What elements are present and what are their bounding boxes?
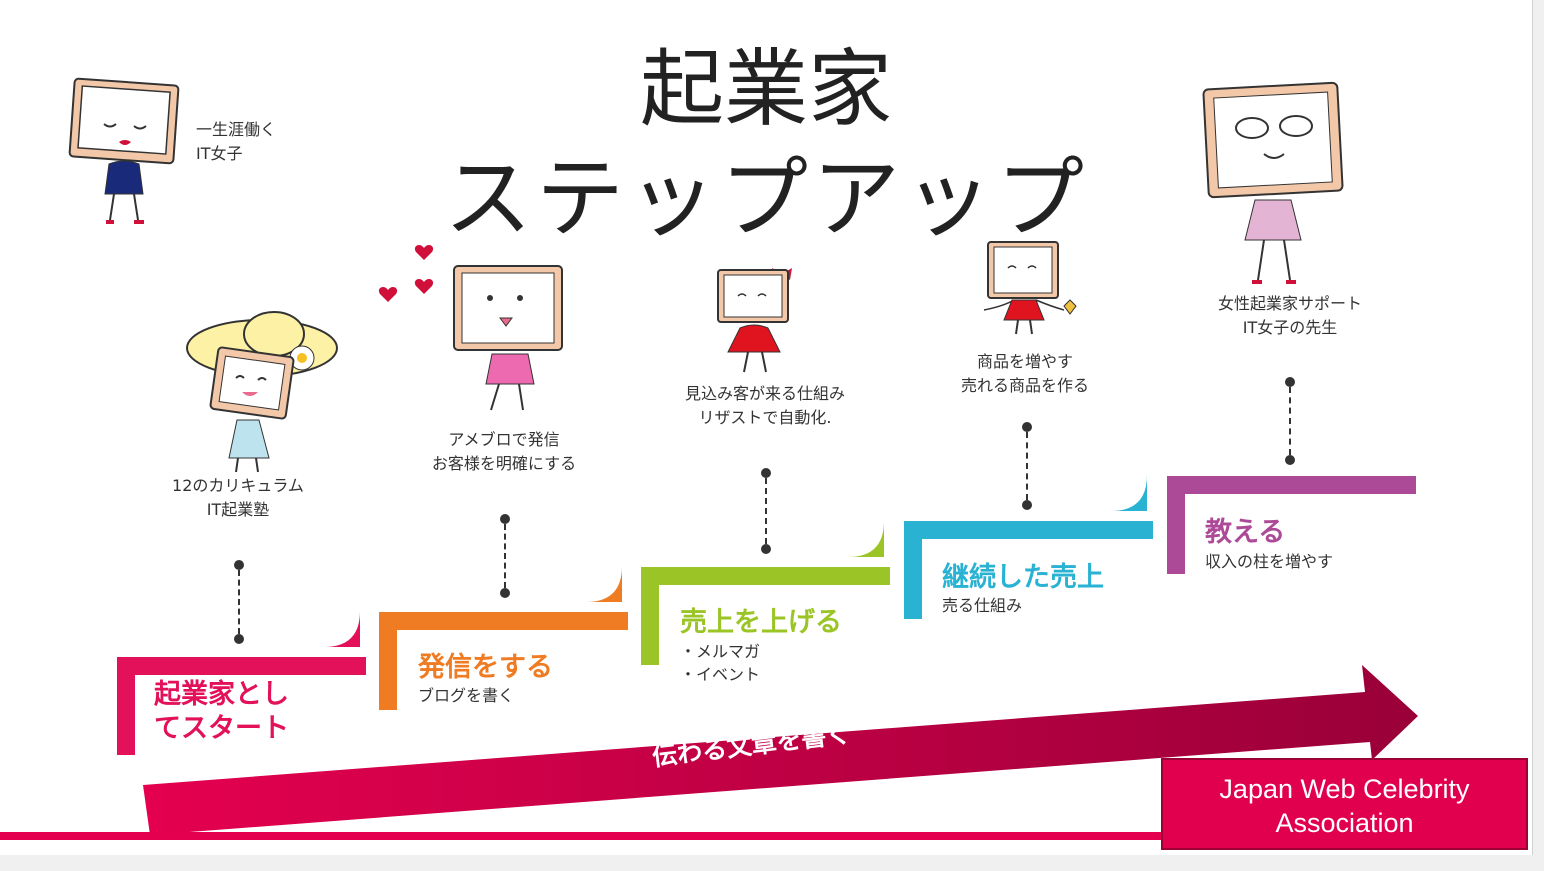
bottom-line	[0, 832, 1165, 840]
step4-top-bar	[904, 521, 1153, 539]
step4-left-bar	[904, 521, 922, 619]
heart-icon	[414, 279, 434, 294]
connector-3	[761, 468, 771, 554]
intro-text: 一生涯働く IT女子	[196, 118, 276, 166]
step4-note-line2: 売れる商品を作る	[960, 376, 1089, 395]
step5-note-line1: 女性起業家サポート	[1217, 294, 1362, 313]
step3-left-bar	[641, 567, 659, 665]
step5-sub: 収入の柱を増やす	[1205, 552, 1334, 571]
step4-sub: 売る仕組み	[942, 596, 1023, 615]
step4-note-line1: 商品を増やす	[976, 352, 1073, 371]
heart-icon	[414, 245, 434, 260]
step3-note-line2: リザストで自動化.	[698, 408, 832, 427]
step3-corner	[848, 521, 884, 557]
step2-top-bar	[379, 612, 628, 630]
step1-corner	[324, 611, 360, 647]
step1-top-bar	[117, 657, 366, 675]
window-backdrop-right	[1533, 0, 1544, 871]
title-line2: ステップアップ	[443, 147, 1088, 250]
step5-heading: 教える	[1205, 517, 1286, 548]
step1-heading-line1: 起業家とし	[154, 679, 289, 710]
step3-note: 見込み客が来る仕組み リザストで自動化.	[660, 382, 870, 430]
step5-left-bar	[1167, 476, 1185, 574]
step2-left-bar	[379, 612, 397, 710]
monitor-lady-glasses-icon	[1202, 81, 1344, 284]
step2-note: アメブロで発信 お客様を明確にする	[404, 428, 604, 476]
monitor-lady-hat-icon	[186, 311, 338, 473]
step4-note: 商品を増やす 売れる商品を作る	[935, 350, 1115, 398]
step2-heading: 発信をする	[418, 652, 553, 683]
monitor-lady-gem-icon	[983, 241, 1077, 335]
step3-sub-line1: ・メルマガ	[680, 642, 761, 661]
step5-note: 女性起業家サポート IT女子の先生	[1190, 292, 1390, 340]
association-badge: Japan Web Celebrity Association	[1161, 758, 1528, 850]
step2-note-line2: お客様を明確にする	[431, 454, 577, 473]
step3-heading: 売上を上げる	[680, 607, 842, 638]
step1-left-bar	[117, 657, 135, 755]
step2-note-line1: アメブロで発信	[448, 430, 560, 449]
badge-line2: Association	[1275, 808, 1414, 838]
step3-top-bar	[641, 567, 890, 585]
connector-1	[234, 560, 244, 644]
step1-heading-line2: てスタート	[154, 713, 289, 744]
connector-2	[500, 514, 510, 598]
heart-icon	[378, 287, 398, 302]
step3-sub-line2: ・イベント	[680, 665, 761, 684]
step3-note-line1: 見込み客が来る仕組み	[684, 384, 845, 403]
step2-sub: ブログを書く	[418, 686, 515, 705]
monitor-lady-hearts-icon	[378, 245, 563, 411]
window-backdrop	[0, 855, 1544, 871]
intro-line1: 一生涯働く	[196, 120, 277, 139]
step4-heading: 継続した売上	[942, 562, 1104, 593]
connector-4	[1022, 422, 1032, 510]
title-line1: 起業家	[639, 40, 892, 138]
step5-top-bar	[1167, 476, 1416, 494]
step4-corner	[1111, 475, 1147, 511]
badge-line1: Japan Web Celebrity	[1219, 774, 1470, 804]
connector-5	[1285, 377, 1295, 465]
step1-note-line1: 12のカリキュラム	[172, 476, 304, 495]
intro-line2: IT女子	[196, 144, 243, 163]
progress-arrow	[143, 665, 1418, 835]
monitor-lady-bow-icon	[717, 268, 792, 373]
step3-sub: ・メルマガ ・イベント	[680, 640, 760, 686]
step1-heading: 起業家とし てスタート	[154, 678, 289, 746]
step1-note-line2: IT起業塾	[206, 500, 270, 519]
slide: 起業家 ステップアップ 一生涯働く IT女子	[0, 0, 1533, 856]
step2-corner	[586, 566, 622, 602]
step5-note-line2: IT女子の先生	[1242, 318, 1338, 337]
monitor-lady-icon	[68, 77, 180, 224]
step1-note: 12のカリキュラム IT起業塾	[148, 474, 328, 522]
